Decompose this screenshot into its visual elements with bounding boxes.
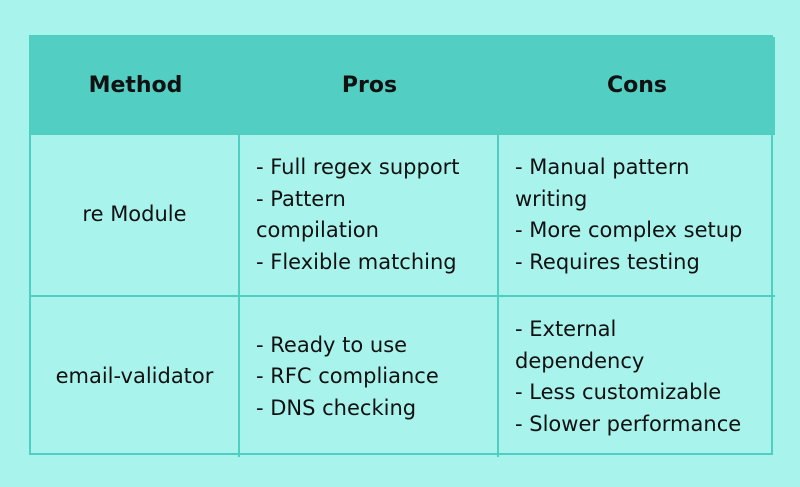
row-1-cons-list: - Manual pattern writing - More complex …	[515, 152, 742, 278]
row-2-cons-line: dependency	[515, 348, 645, 373]
row-2-method: email-validator	[31, 295, 240, 457]
row-1-cons-line: - Manual pattern	[515, 155, 690, 179]
row-1-pros-line: - Pattern	[256, 186, 346, 211]
row-1-cons-line: - More complex setup	[515, 218, 743, 242]
row-2-cons: - External dependency - Less customizabl…	[499, 295, 775, 457]
header-cons: Cons	[499, 37, 775, 133]
row-2-pros-line: - RFC compliance	[256, 364, 439, 389]
row-1-method: re Module	[31, 133, 240, 295]
row-2-pros-line: - Ready to use	[256, 332, 408, 357]
row-2-cons-line: - Less customizable	[515, 380, 722, 404]
row-2-cons-line: - External	[515, 317, 617, 341]
row-2-cons-list: - External dependency - Less customizabl…	[515, 314, 741, 440]
row-2-pros-list: - Ready to use - RFC compliance - DNS ch…	[256, 330, 439, 425]
row-1-cons-line: writing	[515, 186, 588, 211]
header-pros: Pros	[240, 37, 499, 133]
row-1-pros: - Full regex support - Pattern compilati…	[240, 133, 499, 295]
row-1-pros-line: - Full regex support	[256, 155, 460, 179]
row-2-pros: - Ready to use - RFC compliance - DNS ch…	[240, 295, 499, 457]
row-1-cons-line: - Requires testing	[515, 249, 700, 274]
row-1-pros-list: - Full regex support - Pattern compilati…	[256, 152, 460, 278]
row-1-cons: - Manual pattern writing - More complex …	[499, 133, 775, 295]
header-method: Method	[31, 37, 240, 133]
comparison-table: Method Pros Cons re Module - Full regex …	[29, 35, 775, 457]
row-1-pros-line: - Flexible matching	[256, 249, 457, 274]
row-1-pros-line: compilation	[256, 218, 379, 242]
row-2-cons-line: - Slower performance	[515, 411, 742, 436]
row-2-pros-line: - DNS checking	[256, 395, 417, 420]
